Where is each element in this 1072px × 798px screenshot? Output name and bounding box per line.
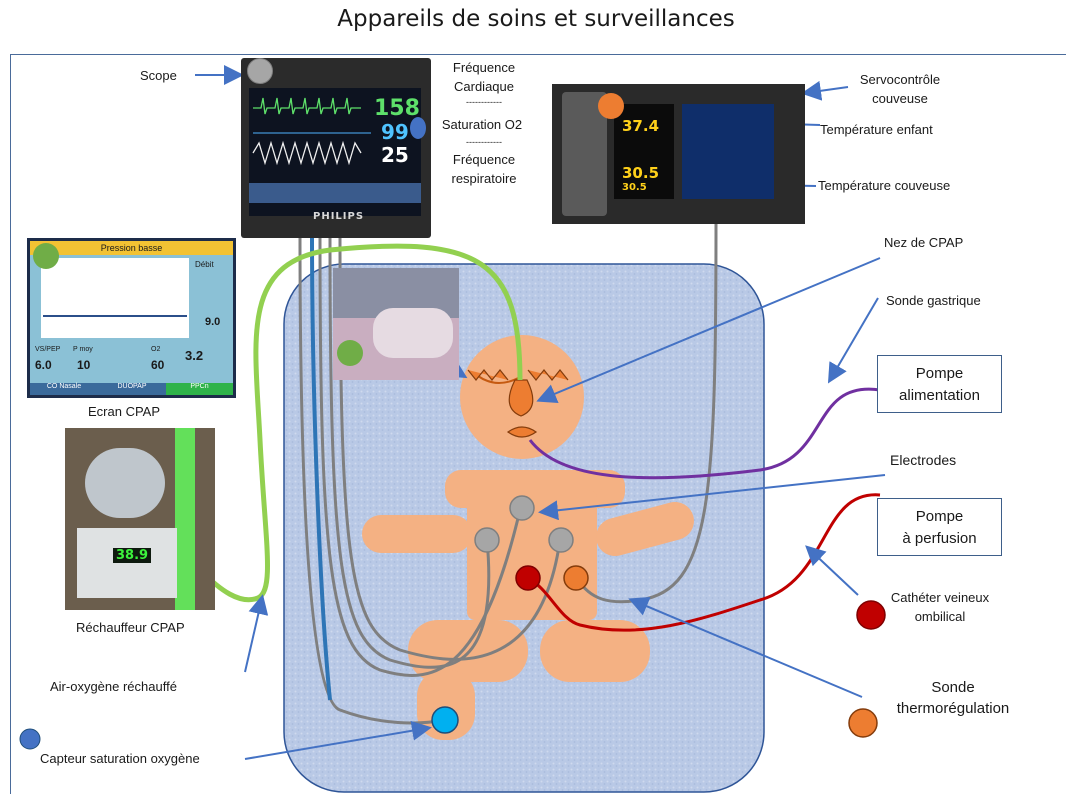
cpap-peak-value: 3.2 [185, 348, 204, 363]
thermo-probe-marker [563, 565, 589, 591]
umbilical-line [527, 493, 881, 632]
electrode-left-marker [474, 527, 500, 553]
monitor-brand: PHILIPS [313, 211, 365, 222]
cpap-tab-3: PPCn [166, 383, 233, 395]
thermo-legend-marker [848, 708, 878, 738]
scope-gray-marker [247, 58, 273, 84]
temp-child-label: Température enfant [820, 122, 933, 137]
catheter-legend-marker [856, 600, 886, 630]
air-oxygen-label: Air-oxygène réchauffé [50, 679, 177, 694]
resp-rate-value: 25 [381, 143, 409, 167]
baby-right-leg [540, 620, 650, 682]
electrode-right-marker [548, 527, 574, 553]
diagram-title: Appareils de soins et surveillances [337, 6, 735, 32]
cpap-green-marker [33, 243, 59, 269]
cpap-debit-label: Débit [195, 260, 214, 269]
catheter-marker [515, 565, 541, 591]
saturation-cable [310, 234, 332, 701]
saturation-label: Saturation O2 [441, 117, 523, 132]
cpap-vspep-label: VS/PEP [35, 346, 61, 353]
catheter-label: Cathéter veineux ombilical [890, 590, 990, 624]
electrode-top-marker [509, 495, 535, 521]
cpap-heater-label: Réchauffeur CPAP [76, 620, 185, 635]
incubator-temp-display: 30.5 [622, 164, 660, 182]
separator-2: ------------ [466, 137, 502, 147]
cpap-nasal-photo [333, 268, 459, 380]
capteur-legend-marker [19, 728, 41, 750]
nasal-green-marker [337, 340, 363, 366]
cpap-screen-photo: Pression basse Débit 9.0 VS/PEP 6.0 P mo… [27, 238, 236, 398]
incubator-control-photo: 37.4 30.5 30.5 [552, 84, 805, 224]
cpap-tab-1: CO Nasale [30, 383, 98, 395]
heart-rate-value: 158 [374, 96, 420, 121]
temp-incubator-label: Température couveuse [818, 178, 951, 193]
incubator-set-display: 30.5 [622, 182, 647, 193]
gastric-tube-label: Sonde gastrique [886, 293, 981, 308]
electrodes-label: Electrodes [890, 452, 957, 468]
separator-1: ------------ [466, 97, 502, 107]
servo-label: Servocontrôle couveuse [859, 72, 941, 106]
saturation-blue-marker [410, 117, 426, 139]
cpap-vspep-value: 6.0 [35, 358, 52, 372]
scope-label: Scope [140, 68, 177, 83]
cpap-heater-photo: 38.9 [65, 428, 215, 610]
cpap-header: Pression basse [30, 241, 233, 255]
baby-figure [362, 335, 694, 740]
cpap-o2-value: 60 [151, 358, 165, 372]
diagram-frame [10, 54, 1066, 794]
resp-rate-label: Fréquence respiratoire [451, 152, 517, 186]
baby-right-arm [596, 501, 694, 557]
cpap-screen-label: Ecran CPAP [88, 404, 161, 419]
spo2-value: 99 [381, 120, 409, 144]
baby-left-arm [362, 515, 472, 553]
infusion-pump-box: Pompe à perfusion [877, 498, 1002, 556]
saturation-sensor-marker [431, 706, 459, 734]
baby-face [467, 369, 569, 438]
feeding-pump-box: Pompe alimentation [877, 355, 1002, 413]
child-temp-display: 37.4 [622, 117, 660, 135]
cpap-tab-2: DUOPAP [98, 383, 166, 395]
cpap-nose-label: Nez de CPAP [884, 235, 964, 250]
scope-monitor-photo: 158 99 25 PHILIPS [241, 58, 431, 238]
cpap-debit-value: 9.0 [205, 316, 221, 328]
thermo-probe-label: Sonde thermorégulation [896, 679, 1010, 717]
cpap-pmoy-value: 10 [77, 358, 91, 372]
scope-cables [298, 221, 718, 725]
cpap-o2-label: O2 [151, 346, 161, 353]
heater-display: 38.9 [113, 548, 152, 563]
scope-waveforms [252, 97, 371, 166]
cpap-waveform [43, 315, 187, 317]
baby-body [467, 490, 597, 620]
saturation-sensor-label: Capteur saturation oxygène [40, 751, 200, 766]
heart-rate-label: Fréquence Cardiaque [452, 60, 516, 94]
cpap-pmoy-label: P moy [73, 346, 93, 353]
servo-orange-marker [598, 93, 624, 119]
gastric-tube-line [528, 387, 881, 480]
